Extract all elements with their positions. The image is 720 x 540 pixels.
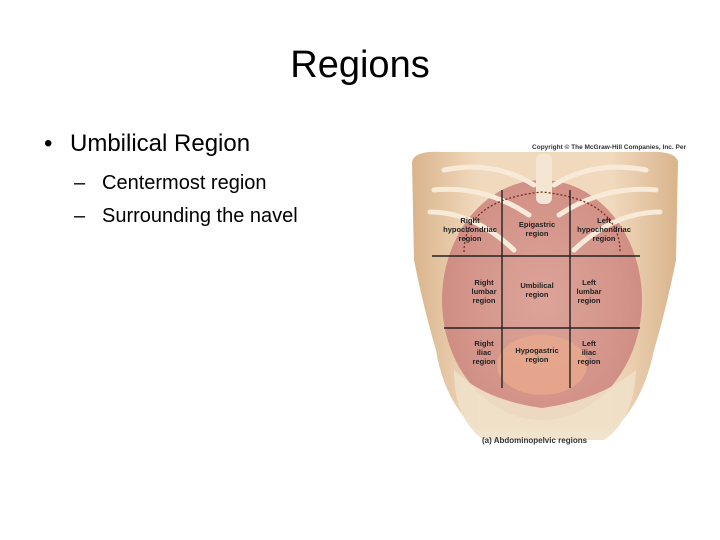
label-left-iliac: Left iliac region (577, 339, 601, 366)
copyright-text: Copyright © The McGraw-Hill Companies, I… (532, 144, 686, 151)
slide-title: Regions (290, 44, 430, 86)
bullet-item: • Umbilical Region (44, 130, 404, 158)
label-right-lumbar: Right lumbar region (471, 278, 497, 305)
label-right-hypochondriac: Right hypochondriac region (443, 216, 497, 243)
sub-bullet-item: – Surrounding the navel (74, 205, 404, 228)
sub-bullet-dash: – (74, 205, 86, 227)
label-left-hypochondriac: Left hypochondriac region (577, 216, 631, 243)
sub-bullet-text: Centermost region (102, 172, 267, 194)
label-left-lumbar: Left lumbar region (576, 278, 602, 305)
label-epigastric: Epigastric region (518, 220, 556, 238)
torso-illustration (412, 151, 678, 440)
label-right-iliac: Right iliac region (472, 339, 496, 366)
bullet-text: Umbilical Region (70, 130, 251, 157)
sub-bullet-item: – Centermost region (74, 172, 404, 195)
abdominopelvic-figure: Copyright © The McGraw-Hill Companies, I… (404, 140, 686, 454)
label-hypogastric: Hypogastric region (515, 346, 559, 364)
bullet-list: • Umbilical Region – Centermost region –… (44, 130, 404, 228)
label-umbilical: Umbilical region (520, 281, 554, 299)
sub-bullet-dash: – (74, 172, 86, 194)
sub-bullet-text: Surrounding the navel (102, 205, 298, 227)
figure-caption: (a) Abdominopelvic regions (482, 436, 588, 445)
bullet-dot: • (44, 130, 53, 157)
